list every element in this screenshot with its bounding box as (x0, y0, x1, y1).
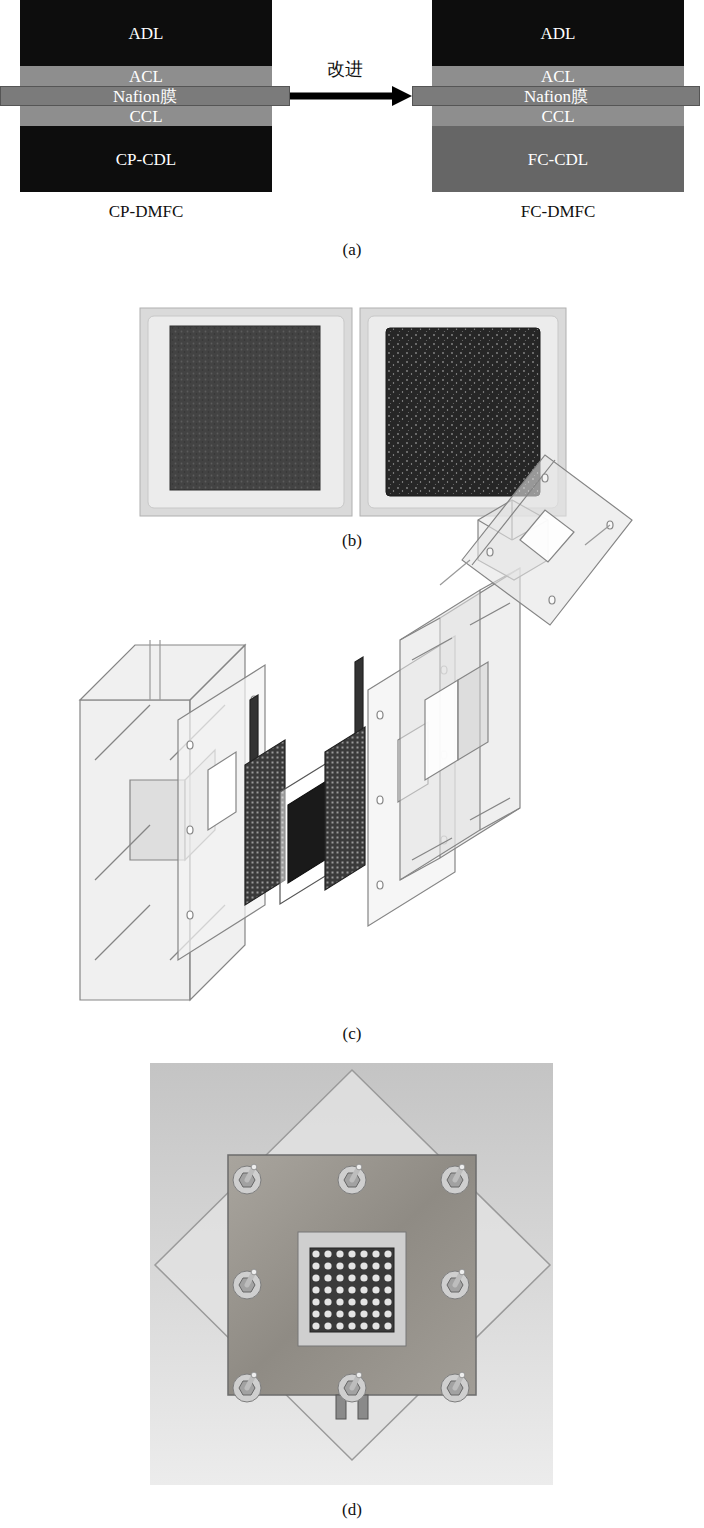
cathode-end-plate (440, 455, 632, 625)
photo-background (150, 1063, 553, 1485)
cathode-catalyst-layer: CCL (20, 106, 272, 126)
acrylic-plate (155, 1070, 550, 1460)
cell-name: CP-DMFC (109, 203, 184, 222)
layer-name: ADL (129, 25, 164, 42)
layer-name: Nafion膜 (113, 88, 177, 105)
film-frame (140, 308, 352, 516)
anode-current-collector (245, 695, 285, 905)
panel-label: (d) (342, 1501, 362, 1520)
anode-diffusion-layer: ADL (432, 0, 684, 66)
bolts (233, 1164, 469, 1402)
layer-name: CCL (129, 108, 162, 125)
carbon-paper-electrode (170, 326, 320, 490)
mea-photos (140, 308, 566, 516)
layer-name: ACL (541, 68, 575, 85)
improvement-arrow (290, 93, 400, 100)
foam-electrode (386, 328, 540, 496)
cathode-diffusion-layer: CP-CDL (20, 126, 272, 192)
anode-catalyst-layer: ACL (20, 66, 272, 86)
nafion-membrane: Nafion膜 (412, 86, 700, 106)
arrow-label: 改进 (325, 60, 365, 80)
layer-name: ACL (129, 68, 163, 85)
cell-name: FC-DMFC (521, 203, 596, 222)
metal-plate (228, 1155, 476, 1395)
layer-name: ADL (541, 25, 576, 42)
cathode-current-collector (325, 657, 365, 890)
window-frame (298, 1232, 406, 1346)
panel-label: (b) (342, 532, 362, 551)
anode-catalyst-layer: ACL (432, 66, 684, 86)
cathode-catalyst-layer: CCL (432, 106, 684, 126)
exploded-cell-view (80, 455, 632, 1000)
layer-name: Nafion膜 (524, 88, 588, 105)
film-frame (148, 316, 344, 508)
foam-cathode-diffusion-layer: FC-CDL (432, 126, 684, 192)
layer-name: CCL (541, 108, 574, 125)
cell-photo (150, 1063, 553, 1485)
layer-name: CP-CDL (116, 151, 176, 168)
panel-label: (a) (343, 241, 362, 260)
anode-diffusion-layer: ADL (20, 0, 272, 66)
nafion-membrane: Nafion膜 (0, 86, 290, 106)
cathode-frame (400, 568, 520, 880)
panel-label: (c) (343, 1025, 362, 1044)
layer-name: FC-CDL (528, 151, 588, 168)
perforated-window (310, 1248, 394, 1332)
